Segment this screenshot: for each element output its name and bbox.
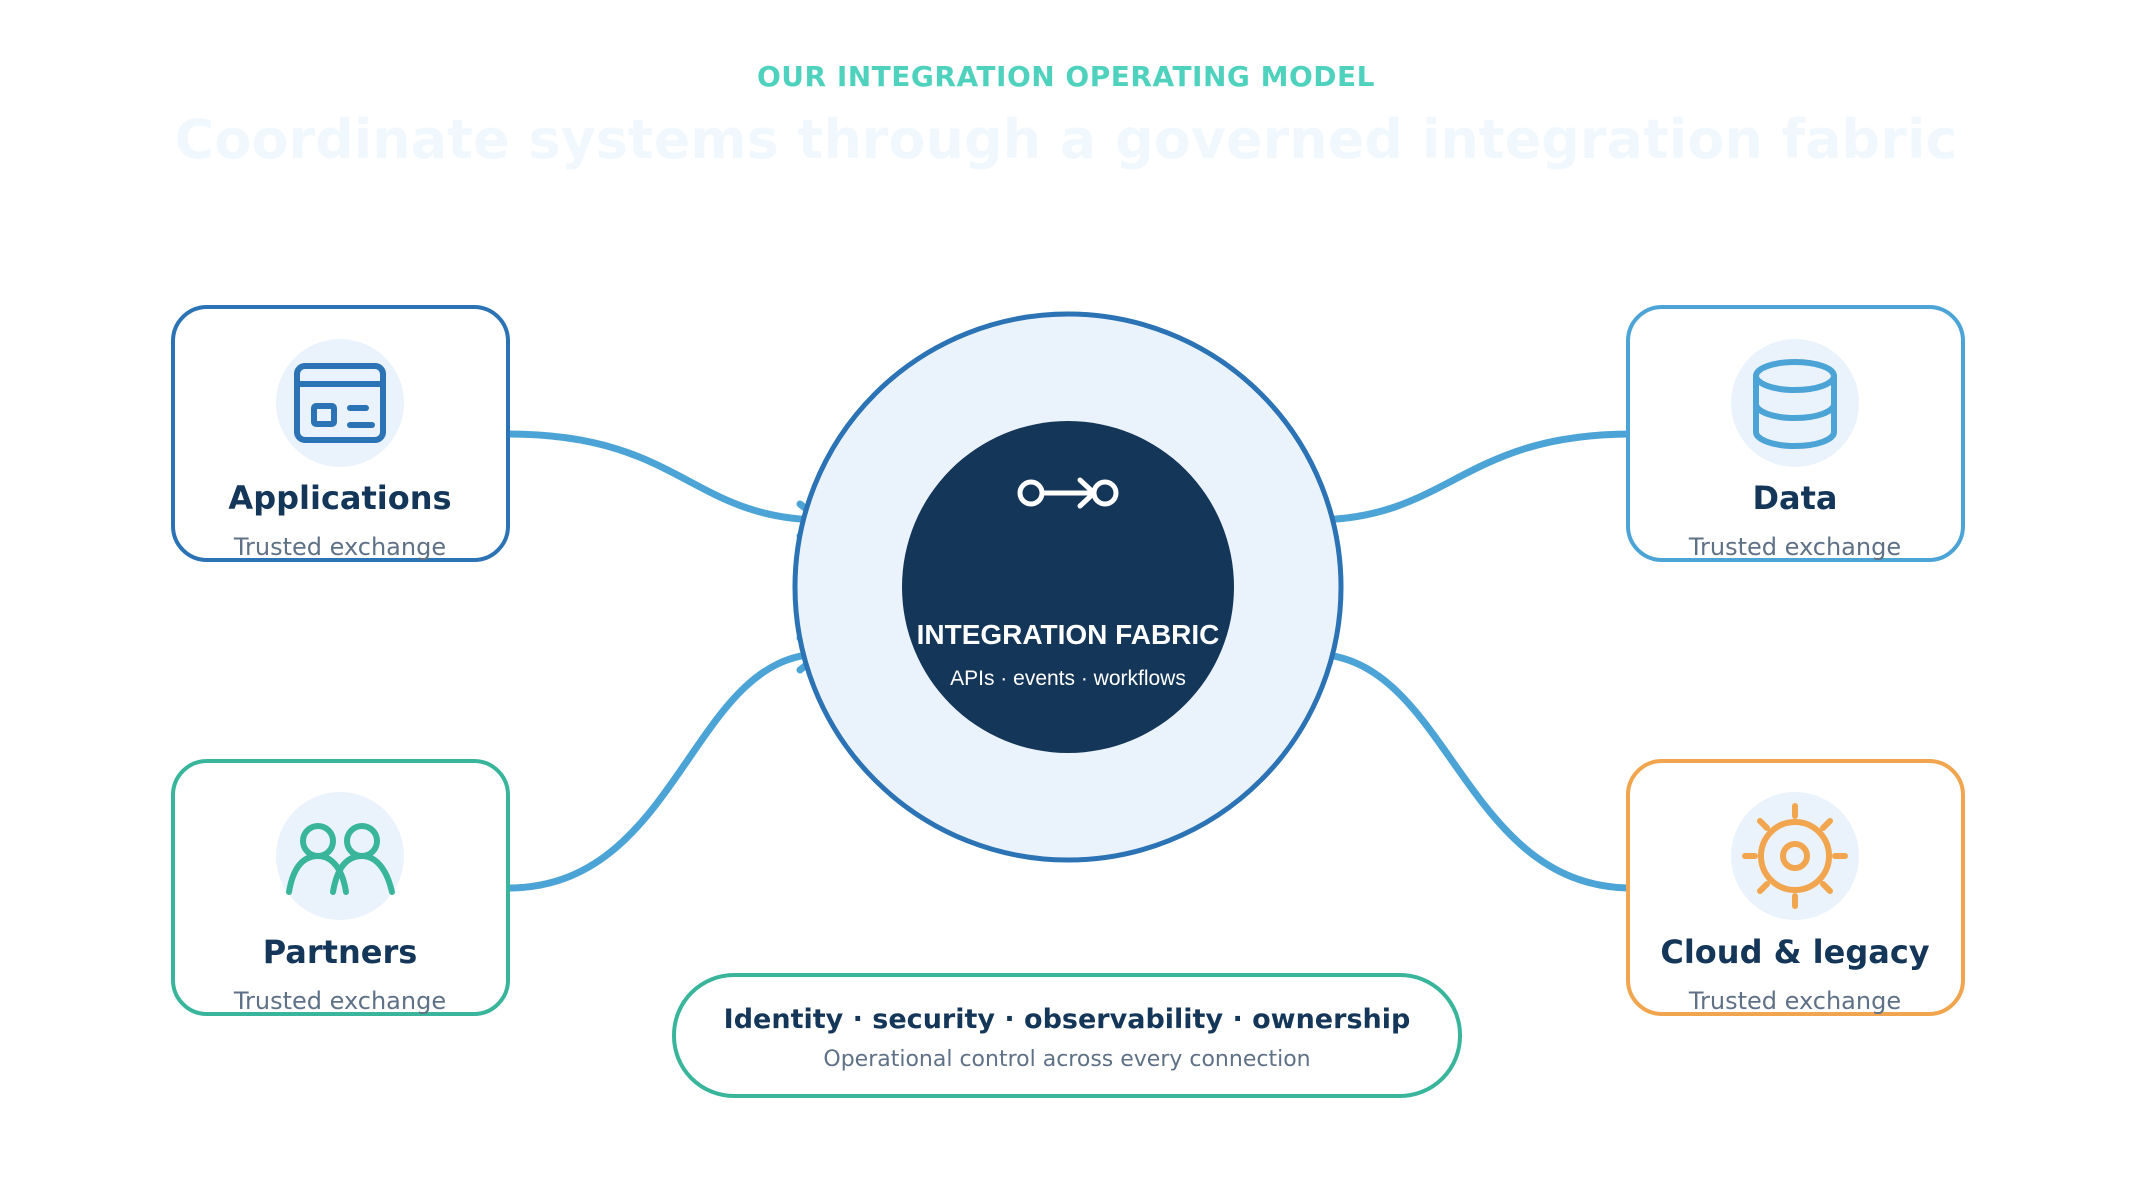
connector-cloud <box>1308 650 1636 892</box>
hub-subtitle: APIs · events · workflows <box>950 667 1186 690</box>
connector-data <box>1308 430 1636 524</box>
connector-applications <box>504 430 824 524</box>
hub-core <box>902 421 1234 753</box>
node-partners-label: Partners <box>263 933 418 971</box>
gear-sun-icon <box>1742 803 1848 909</box>
connector-partners <box>504 650 824 892</box>
node-data: Data Trusted exchange <box>1626 305 1965 562</box>
icon-badge <box>276 339 404 467</box>
app-window-icon <box>294 363 386 443</box>
connector-arrow-icon <box>1017 477 1119 509</box>
diagram-eyebrow: OUR INTEGRATION OPERATING MODEL <box>757 60 1375 93</box>
icon-badge <box>276 792 404 920</box>
governance-subtitle: Operational control across every connect… <box>823 1047 1310 1072</box>
people-icon <box>286 823 395 895</box>
hub-title: INTEGRATION FABRIC <box>917 619 1220 650</box>
node-cloud-sublabel: Trusted exchange <box>1688 987 1901 1015</box>
governance-title: Identity · security · observability · ow… <box>724 1004 1411 1035</box>
node-data-label: Data <box>1752 479 1837 517</box>
node-cloud-label: Cloud & legacy <box>1660 933 1929 971</box>
node-applications: Applications Trusted exchange <box>171 305 510 562</box>
database-icon <box>1753 359 1837 449</box>
node-applications-label: Applications <box>228 479 451 517</box>
node-partners-sublabel: Trusted exchange <box>233 987 446 1015</box>
governance-pill: Identity · security · observability · ow… <box>672 973 1462 1098</box>
node-partners: Partners Trusted exchange <box>171 759 510 1016</box>
node-applications-sublabel: Trusted exchange <box>233 533 446 561</box>
node-data-sublabel: Trusted exchange <box>1688 533 1901 561</box>
diagram-title: Coordinate systems through a governed in… <box>175 108 1958 171</box>
node-cloud: Cloud & legacy Trusted exchange <box>1626 759 1965 1016</box>
integration-hub: INTEGRATION FABRIC APIs · events · workf… <box>792 311 1344 863</box>
